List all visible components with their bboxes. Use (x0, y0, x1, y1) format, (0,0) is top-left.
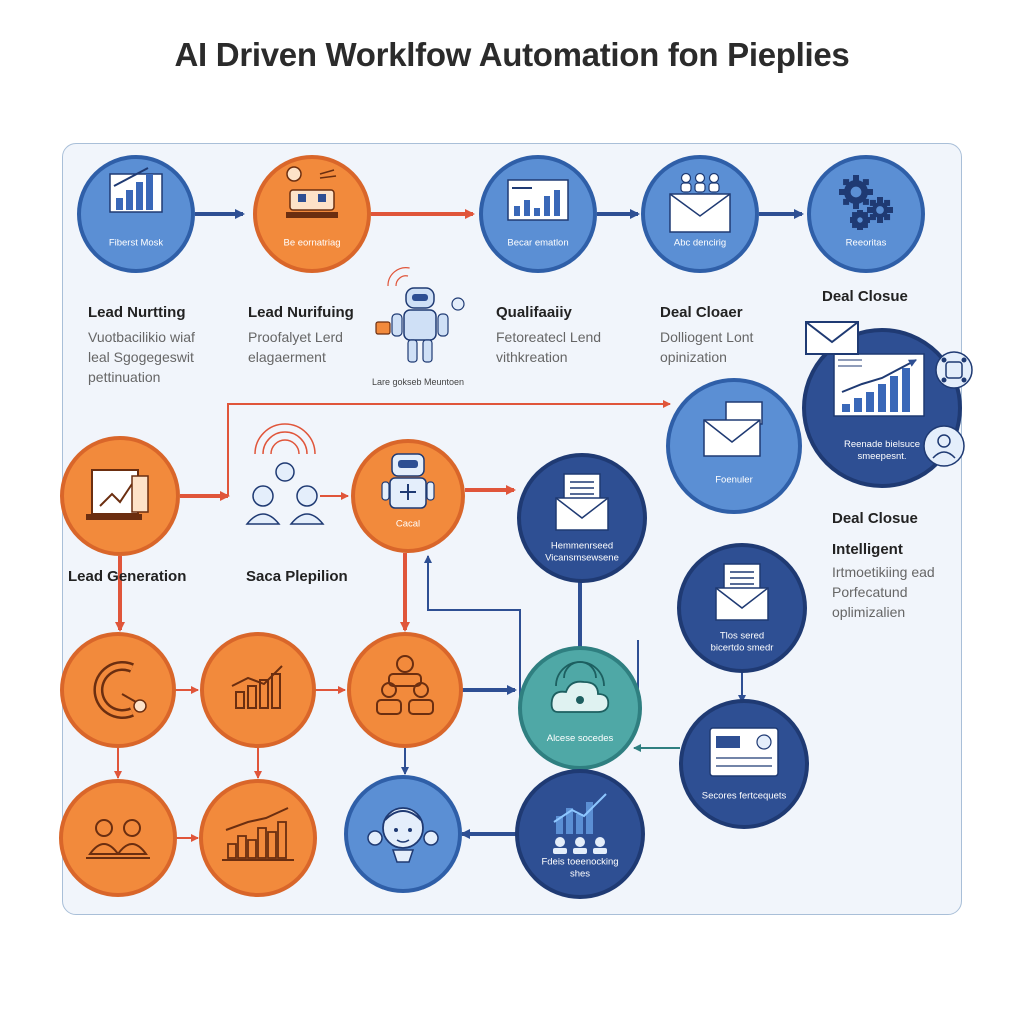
node-label: Becar ematlon (507, 237, 568, 248)
node-label: Hemmenrseed (551, 541, 613, 552)
workflow-node (60, 436, 180, 556)
trend-chart-icon (231, 665, 283, 709)
workflow-node: Reeoritas (807, 155, 925, 273)
node-label: Reeoritas (846, 237, 887, 248)
magnet-icon (93, 661, 147, 719)
node-label: Fiberst Mosk (109, 237, 164, 248)
stage-title: Deal Closue (822, 288, 908, 305)
face-icon (367, 807, 439, 863)
right-panel-description: Irtmoetikiing ead Porfecatund oplimizali… (832, 564, 935, 620)
right-panel-labels: Deal Closue Intelligent Irtmoetikiing ea… (832, 510, 935, 622)
node-circle (347, 632, 463, 748)
chart-board-icon (86, 469, 149, 520)
page-title: AI Driven Worklfow Automation fon Piepli… (174, 36, 850, 73)
team-meeting-icon (376, 655, 434, 715)
node-label: smeepesnt. (857, 451, 906, 462)
workflow-node (245, 423, 325, 525)
node-label: Be eornatriag (283, 237, 340, 248)
people-icon (86, 819, 150, 859)
envelope-icon (703, 401, 763, 457)
people-signal-icon (245, 423, 325, 525)
card-icon (709, 727, 779, 777)
stage-label-lead-nurifuing: Lead Nurifuing Proofalyet Lerd elagaerme… (248, 304, 354, 367)
workflow-node: Cacal (351, 439, 465, 553)
diagram-panel (62, 143, 962, 915)
stage-description: Proofalyet Lerd elagaerment (248, 329, 343, 365)
gears-icon (839, 175, 893, 230)
flow-arrow (227, 400, 671, 496)
right-panel-subtitle: Intelligent (832, 541, 903, 558)
workflow-node: Fiberst Mosk (77, 155, 195, 273)
envelope-people-icon (669, 172, 731, 233)
node-label: Foenuler (715, 474, 753, 485)
node-label: Alcese socedes (547, 733, 614, 744)
node-circle (200, 632, 316, 748)
node-circle (59, 779, 177, 897)
node-label: Vicansmsewsene (545, 553, 619, 564)
workflow-node: Abc dencirig (641, 155, 759, 273)
flow-arrow (424, 555, 521, 708)
node-circle (77, 155, 195, 273)
lead-generation-label: Lead Generation (68, 568, 187, 585)
growth-chart-icon (833, 353, 925, 417)
stage-label-deal-cloaer: Deal Cloaer Dolliogent Lont opinization (660, 304, 753, 367)
workflow-node (200, 632, 316, 748)
workflow-node: Be eornatriag (253, 155, 371, 273)
node-label: Cacal (396, 518, 420, 529)
user-icon (923, 425, 965, 467)
node-circle (60, 632, 176, 748)
robot-icon (381, 453, 435, 509)
node-label: Tlos sered (720, 631, 764, 642)
workflow-node: Foenuler (666, 378, 802, 514)
workflow-node (344, 775, 462, 893)
stage-label-lead-nurtting: Lead Nurtting Vuotbacilikio wiaf leal Sg… (88, 304, 195, 387)
stage-label-qualifaaiiy: Qualifaaiiy Fetoreatecl Lend vithkreatio… (496, 304, 601, 367)
envelope-letter-icon (715, 563, 769, 621)
workflow-node: Alcese socedes (518, 646, 642, 770)
envelope-letter-icon (555, 473, 609, 531)
cloud-signal-icon (550, 661, 610, 713)
node-label: Reenade bielsuce (844, 439, 920, 450)
envelope-icon (805, 321, 859, 355)
workflow-node (59, 779, 177, 897)
workflow-node (347, 632, 463, 748)
ai-robot-icon (375, 267, 465, 363)
workflow-node (199, 779, 317, 897)
right-panel-title: Deal Closue (832, 510, 918, 527)
node-label: shes (570, 869, 590, 880)
city-chart-icon (222, 807, 294, 861)
stage-title: Lead Nurifuing (248, 304, 354, 321)
sales-pipeline-label: Saca Plepilion (246, 568, 348, 585)
workflow-node: Secores fertcequets (679, 699, 809, 829)
node-label: Fdeis toeenocking (541, 857, 618, 868)
stage-title: Lead Nurtting (88, 304, 186, 321)
stage-description: Dolliogent Lont opinization (660, 329, 754, 365)
analytics-people-icon (553, 793, 607, 854)
network-icon (935, 351, 973, 389)
stage-title: Deal Cloaer (660, 304, 743, 321)
stage-title: Qualifaaiiy (496, 304, 572, 321)
report-chart-icon (507, 179, 569, 221)
bar-chart-icon (109, 167, 163, 213)
stage-description: Fetoreatecl Lend vithkreation (496, 329, 602, 365)
stage-description: Vuotbacilikio wiaf leal Sgogegeswit pett… (88, 329, 195, 385)
workflow-node: Becar ematlon (479, 155, 597, 273)
robot-desk-icon (286, 166, 338, 218)
robot-caption: Lare gokseb Meuntoen (372, 377, 465, 387)
node-label: bicertdo smedr (711, 643, 774, 654)
stage-label-deal-closue: Deal Closue (822, 288, 908, 305)
node-label: Abc dencirig (674, 237, 726, 248)
node-label: Secores fertcequets (702, 791, 787, 802)
workflow-node (60, 632, 176, 748)
